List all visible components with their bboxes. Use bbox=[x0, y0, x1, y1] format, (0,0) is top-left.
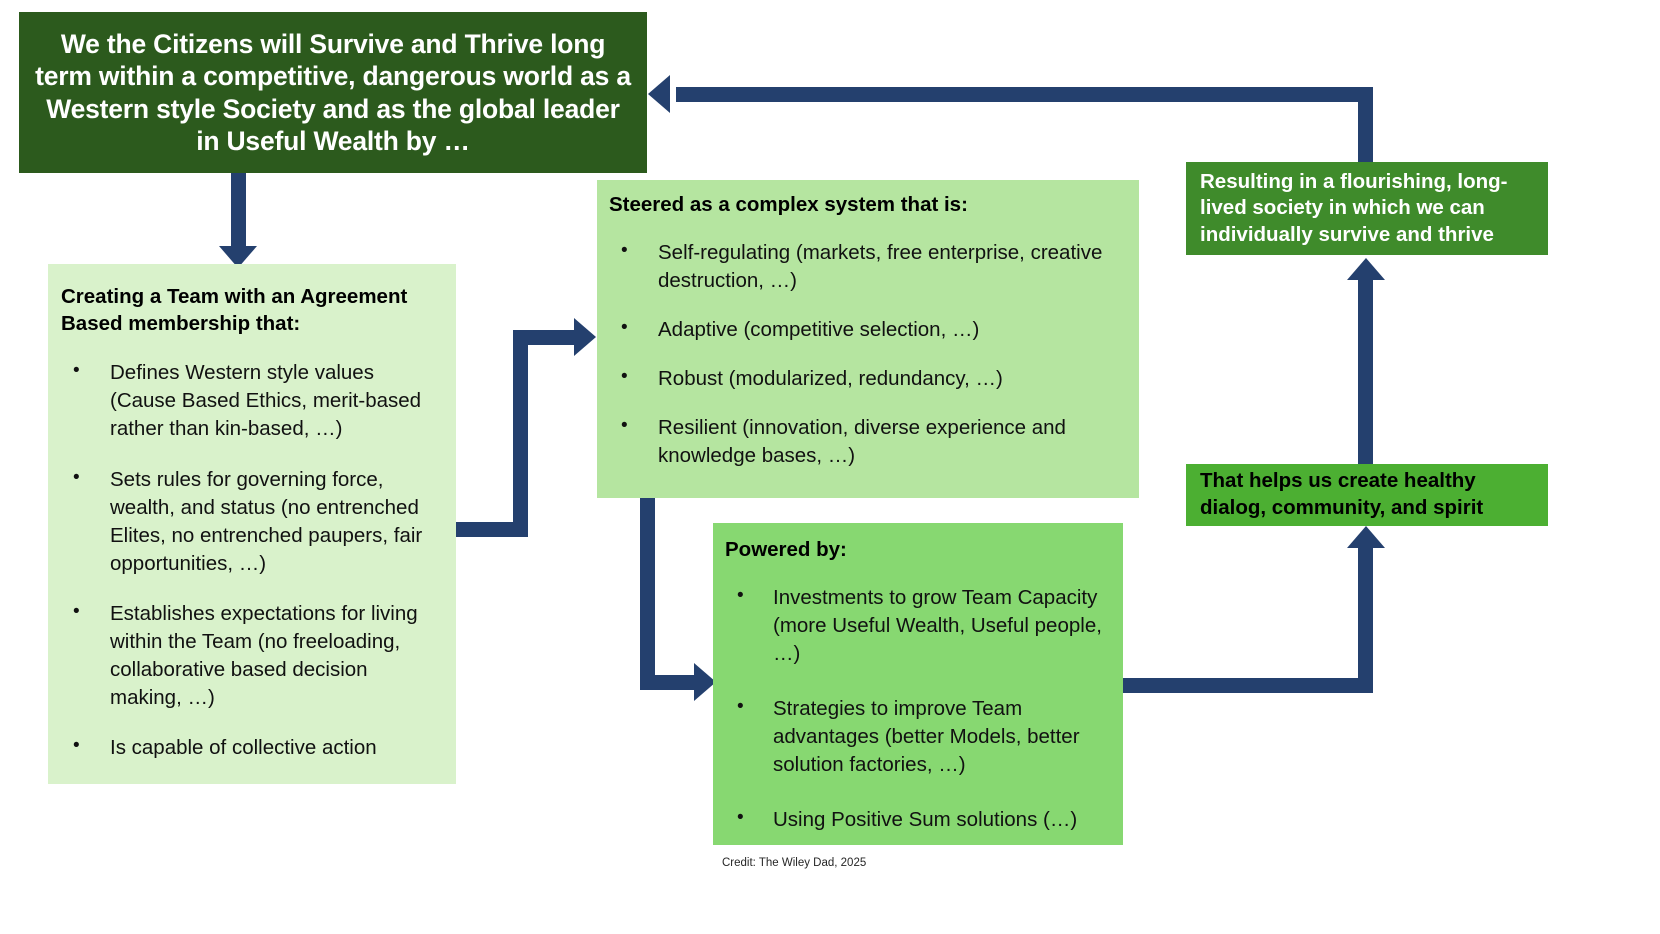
list-item: Resilient (innovation, diverse experienc… bbox=[609, 413, 1123, 470]
list-item: Robust (modularized, redundancy, …) bbox=[609, 364, 1123, 393]
list-item: Strategies to improve Team advantages (b… bbox=[725, 694, 1111, 779]
list-item: Sets rules for governing force, wealth, … bbox=[61, 465, 438, 578]
powered-by-bullet-list: Investments to grow Team Capacity (more … bbox=[725, 583, 1111, 835]
list-item: Establishes expectations for living with… bbox=[61, 599, 438, 712]
arrowhead-resulting-to-vision bbox=[648, 75, 670, 113]
healthy-dialog-box: That helps us create healthy dialog, com… bbox=[1186, 464, 1548, 526]
arrowhead-vision-to-team bbox=[219, 246, 257, 268]
connector-powered-to-dialog-h bbox=[1123, 678, 1373, 693]
resulting-flourishing-box: Resulting in a flourishing, long-lived s… bbox=[1186, 162, 1548, 255]
list-item: Adaptive (competitive selection, …) bbox=[609, 315, 1123, 344]
vision-statement-text: We the Citizens will Survive and Thrive … bbox=[35, 28, 631, 156]
powered-by-box: Powered by: Investments to grow Team Cap… bbox=[713, 523, 1123, 845]
connector-dialog-to-resulting-stem bbox=[1358, 280, 1373, 464]
list-item: Is capable of collective action bbox=[61, 733, 438, 762]
list-item: Defines Western style values (Cause Base… bbox=[61, 358, 438, 443]
connector-vision-to-team-stem bbox=[231, 173, 246, 248]
connector-powered-to-dialog-v bbox=[1358, 548, 1373, 693]
list-item: Investments to grow Team Capacity (more … bbox=[725, 583, 1111, 668]
vision-statement-box: We the Citizens will Survive and Thrive … bbox=[19, 12, 647, 173]
creating-team-bullet-list: Defines Western style values (Cause Base… bbox=[61, 358, 438, 762]
connector-resulting-to-vision-h bbox=[676, 87, 1373, 102]
steered-complex-system-bullet-list: Self-regulating (markets, free enterpris… bbox=[609, 238, 1123, 470]
steered-complex-system-box: Steered as a complex system that is: Sel… bbox=[597, 180, 1139, 498]
credit-line: Credit: The Wiley Dad, 2025 bbox=[722, 857, 867, 869]
connector-steered-to-powered-v bbox=[640, 498, 655, 690]
list-item: Self-regulating (markets, free enterpris… bbox=[609, 238, 1123, 295]
connector-team-to-steered-h1 bbox=[456, 522, 528, 537]
steered-complex-system-heading: Steered as a complex system that is: bbox=[609, 193, 968, 216]
healthy-dialog-text: That helps us create healthy dialog, com… bbox=[1200, 469, 1484, 519]
arrowhead-powered-to-dialog bbox=[1347, 526, 1385, 548]
arrowhead-steered-to-powered bbox=[694, 663, 716, 701]
arrowhead-dialog-to-resulting bbox=[1347, 258, 1385, 280]
arrowhead-team-to-steered bbox=[574, 318, 596, 356]
connector-resulting-to-vision-v bbox=[1358, 87, 1373, 165]
connector-team-to-steered-v bbox=[513, 330, 528, 537]
connector-team-to-steered-h2 bbox=[513, 330, 578, 345]
resulting-flourishing-text: Resulting in a flourishing, long-lived s… bbox=[1200, 169, 1508, 246]
powered-by-heading: Powered by: bbox=[725, 538, 847, 561]
connector-steered-to-powered-h bbox=[640, 675, 700, 690]
creating-team-heading: Creating a Team with an Agreement Based … bbox=[61, 285, 408, 335]
list-item: Using Positive Sum solutions (…) bbox=[725, 805, 1111, 834]
creating-team-box: Creating a Team with an Agreement Based … bbox=[48, 264, 456, 784]
